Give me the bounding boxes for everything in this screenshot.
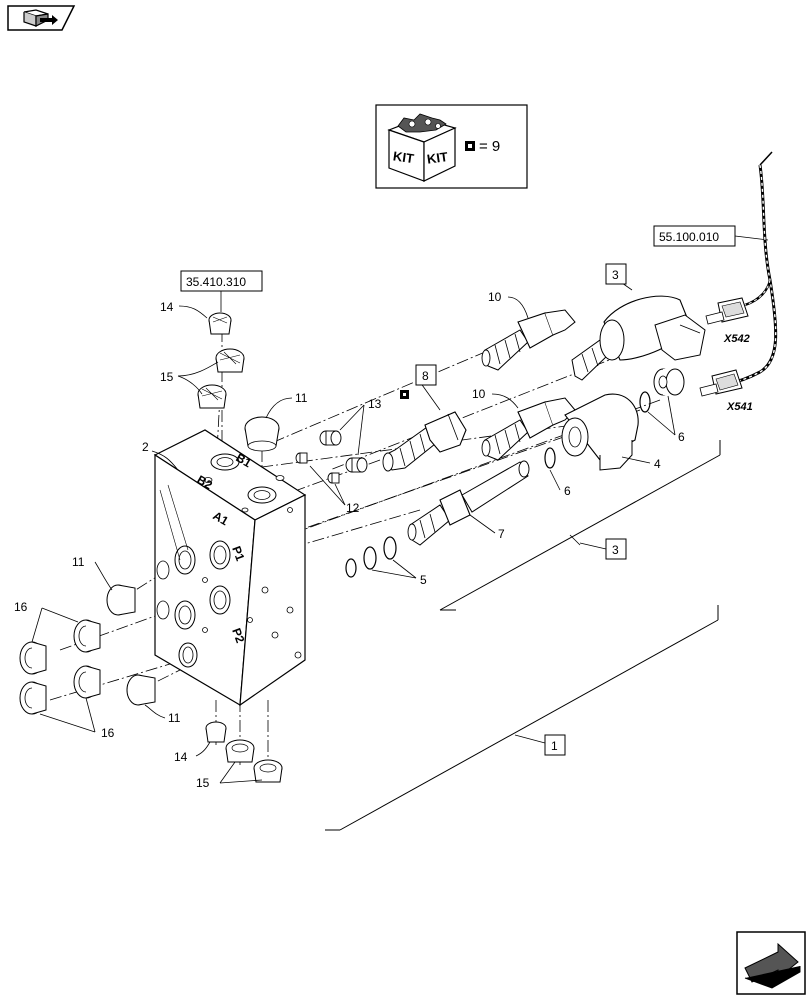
plug-13-b bbox=[345, 457, 368, 473]
plug-11-top bbox=[244, 416, 280, 452]
callout-14-top: 14 bbox=[160, 300, 174, 314]
plug-16-d bbox=[73, 665, 101, 699]
boxed-callout-1: 1 bbox=[544, 734, 566, 756]
kit-box: KIT KIT = 9 bbox=[375, 104, 528, 189]
callout-6-mid: 6 bbox=[564, 484, 571, 498]
plug-13-a bbox=[319, 430, 342, 446]
callout-11-top: 11 bbox=[295, 391, 308, 405]
nut-6-right bbox=[653, 368, 685, 396]
plug-14-top bbox=[208, 312, 232, 335]
solenoid-valve-3 bbox=[571, 295, 706, 381]
plug-11-bottom bbox=[126, 674, 156, 706]
plug-16-a bbox=[19, 641, 47, 675]
boxed-callout-8: 8 bbox=[415, 364, 437, 386]
plug-12-a bbox=[295, 452, 308, 464]
back-nav-button[interactable] bbox=[7, 5, 76, 31]
callout-10-mid: 10 bbox=[472, 387, 486, 401]
callout-16-top: 16 bbox=[14, 600, 28, 614]
seal-ring-6-right bbox=[639, 391, 651, 413]
coil-4 bbox=[561, 393, 639, 471]
plug-15-bottom-b bbox=[253, 759, 283, 783]
svg-text:8: 8 bbox=[422, 369, 429, 383]
callout-13: 13 bbox=[368, 397, 382, 411]
kit-box-icon bbox=[387, 113, 457, 182]
next-page-button[interactable] bbox=[736, 931, 806, 995]
kit-equals-text: = 9 bbox=[479, 138, 500, 155]
cartridge-valve-10-mid bbox=[481, 397, 576, 461]
callout-14-bottom: 14 bbox=[174, 750, 188, 764]
plug-12-b bbox=[327, 472, 340, 484]
cartridge-valve-10-top bbox=[481, 309, 576, 371]
cartridge-valve-8 bbox=[382, 411, 467, 472]
kit-marker-8-icon bbox=[400, 390, 409, 399]
boxed-callout-3-top: 3 bbox=[605, 263, 627, 285]
plug-16-c bbox=[19, 681, 47, 715]
leader-line bbox=[579, 542, 607, 550]
boxed-callout-3-mid: 3 bbox=[605, 538, 627, 560]
svg-text:1: 1 bbox=[551, 739, 558, 753]
callout-11-left: 11 bbox=[72, 555, 85, 569]
plug-15-top-b bbox=[197, 384, 227, 409]
book-arrow-icon bbox=[23, 9, 58, 27]
callout-15-bottom: 15 bbox=[196, 776, 210, 790]
connector-label-x541: X541 bbox=[726, 401, 753, 413]
plug-11-left bbox=[106, 584, 136, 616]
kit-label-2: KIT bbox=[426, 149, 449, 167]
reference-text: 35.410.310 bbox=[186, 275, 246, 289]
connector-x542 bbox=[705, 297, 749, 325]
wiring-harness bbox=[724, 151, 778, 387]
callout-2: 2 bbox=[142, 440, 149, 454]
callout-11-bottom: 11 bbox=[168, 711, 181, 725]
plug-16-b bbox=[73, 619, 101, 653]
callout-7: 7 bbox=[498, 527, 505, 541]
callout-6-right: 6 bbox=[678, 430, 685, 444]
callout-15-top: 15 bbox=[160, 370, 174, 384]
valve-block bbox=[153, 429, 307, 707]
callout-16-bottom: 16 bbox=[101, 726, 115, 740]
kit-marker-icon bbox=[465, 141, 475, 151]
next-page-arrow-icon bbox=[744, 942, 801, 989]
connector-label-x542: X542 bbox=[723, 333, 750, 345]
port-mark-p1: P1 bbox=[229, 544, 247, 563]
port-mark-b2: B2 bbox=[195, 472, 216, 492]
o-rings-5 bbox=[345, 536, 397, 578]
svg-text:3: 3 bbox=[612, 268, 619, 282]
kit-label-1: KIT bbox=[392, 148, 415, 166]
assembly-bracket-3 bbox=[439, 440, 721, 611]
reference-text: 55.100.010 bbox=[659, 230, 719, 244]
valve-7 bbox=[407, 460, 530, 546]
reference-link-55-100-010[interactable]: 55.100.010 bbox=[653, 225, 736, 247]
assembly-bracket-1 bbox=[325, 605, 719, 831]
reference-link-35-410-310[interactable]: 35.410.310 bbox=[180, 270, 263, 292]
port-mark-p2: P2 bbox=[229, 626, 247, 645]
port-mark-a1: A1 bbox=[211, 508, 232, 528]
plug-14-bottom bbox=[205, 721, 227, 743]
callout-4: 4 bbox=[654, 457, 661, 471]
svg-text:3: 3 bbox=[612, 543, 619, 557]
callout-10-top: 10 bbox=[488, 290, 502, 304]
seal-ring-6-mid bbox=[544, 447, 556, 469]
leader-line bbox=[734, 235, 769, 241]
port-mark-b1: B1 bbox=[234, 450, 255, 470]
callout-5: 5 bbox=[420, 573, 427, 587]
connector-x541 bbox=[699, 369, 743, 397]
plug-15-bottom-a bbox=[225, 739, 255, 763]
callout-12: 12 bbox=[346, 501, 360, 515]
plug-15-top-a bbox=[215, 348, 245, 373]
